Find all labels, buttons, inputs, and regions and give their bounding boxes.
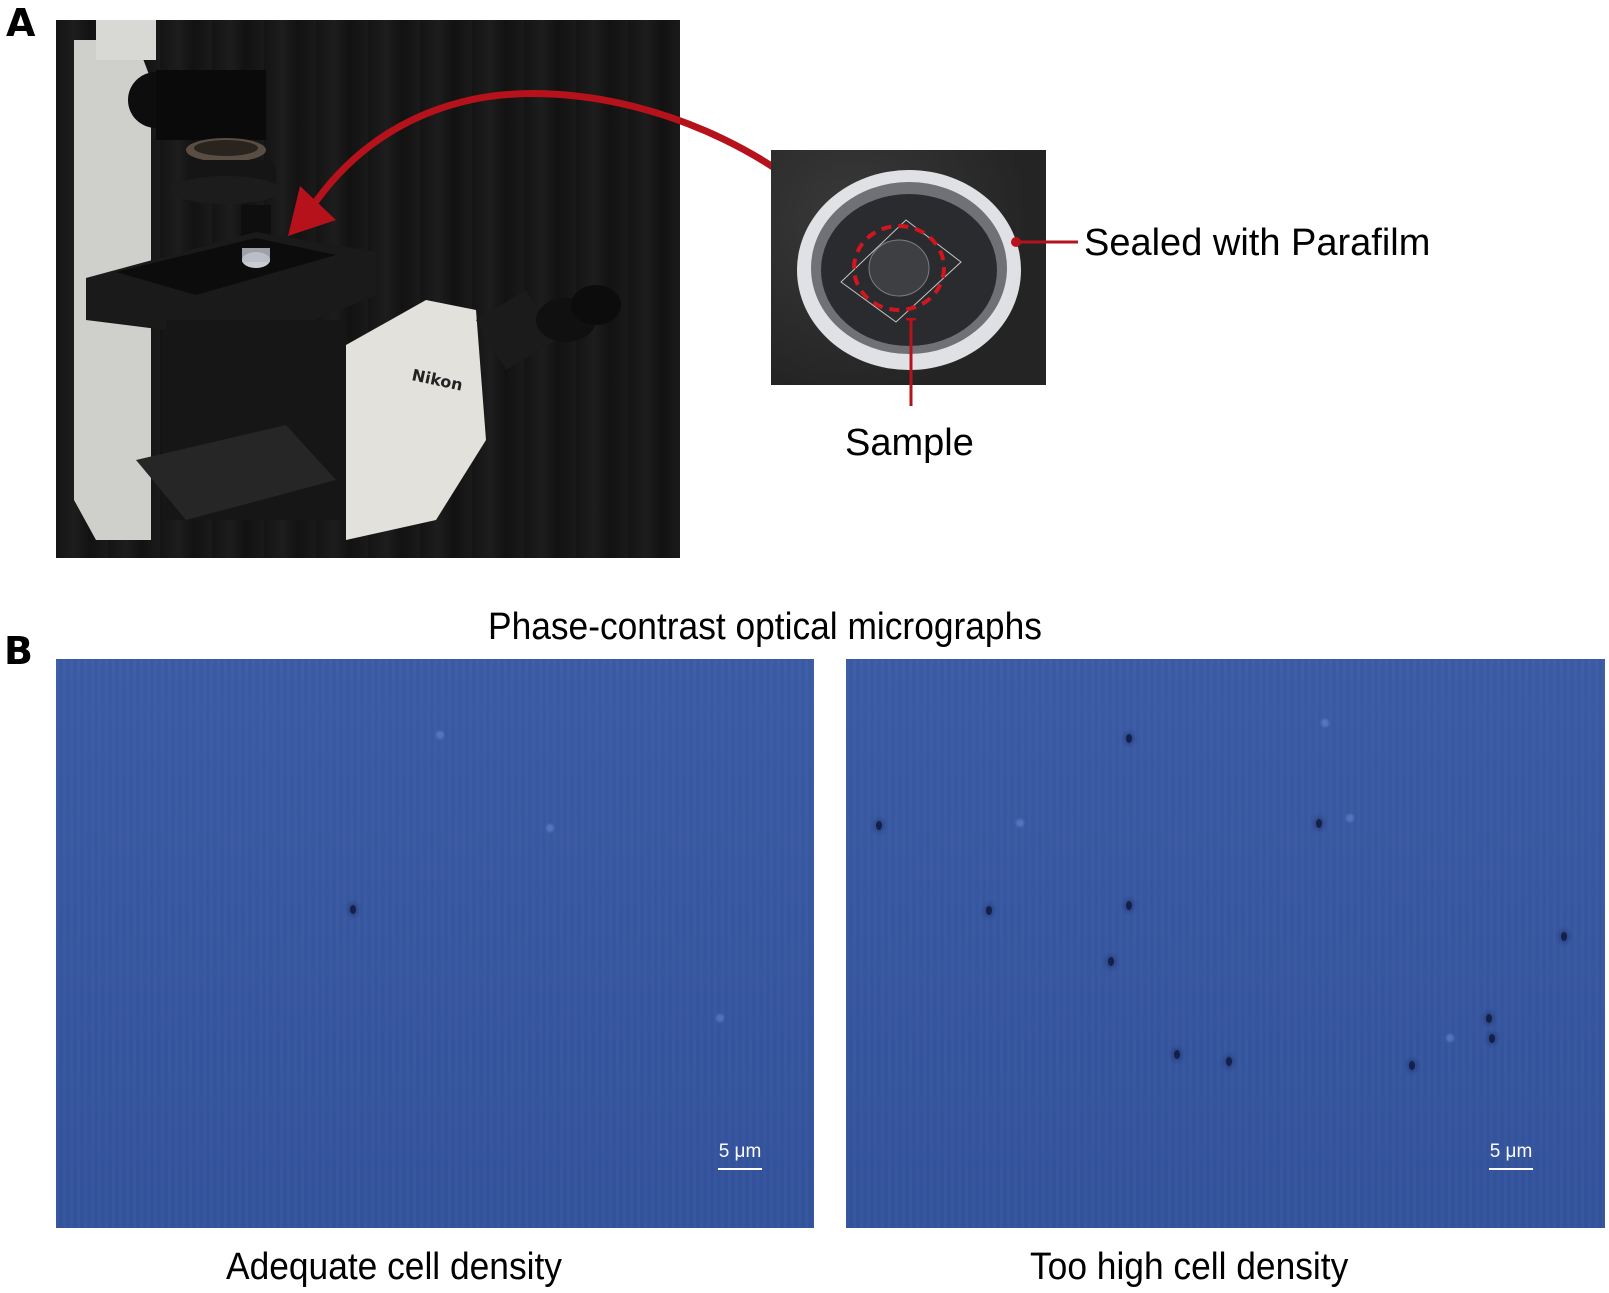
- sample-label: Sample: [845, 422, 974, 464]
- sample-leader-line: [906, 318, 916, 406]
- parafilm-leader-line: [1011, 237, 1078, 247]
- micrograph-high-density: 5 μm: [846, 659, 1605, 1228]
- caption-adequate-density: Adequate cell density: [226, 1246, 562, 1288]
- caption-high-density: Too high cell density: [1030, 1246, 1349, 1288]
- microscope-illustration: Nikon: [74, 20, 621, 540]
- micrograph-adequate-density: 5 μm: [56, 659, 814, 1228]
- arrow-dish-to-stage: [288, 90, 815, 236]
- dish-photo: [771, 150, 1046, 385]
- cell: [350, 905, 356, 914]
- panel-letter-a: A: [6, 1, 36, 45]
- scale-bar: 5 μm: [710, 1141, 770, 1170]
- sample-dashed-circle: [852, 224, 946, 312]
- parafilm-label: Sealed with Parafilm: [1084, 222, 1431, 264]
- microscope-photo: Nikon: [56, 20, 680, 558]
- scale-bar: 5 μm: [1481, 1141, 1541, 1170]
- panel-letter-b: B: [4, 629, 33, 673]
- dish-illustration: [797, 170, 1021, 370]
- panel-b-title: Phase-contrast optical micrographs: [488, 606, 1042, 648]
